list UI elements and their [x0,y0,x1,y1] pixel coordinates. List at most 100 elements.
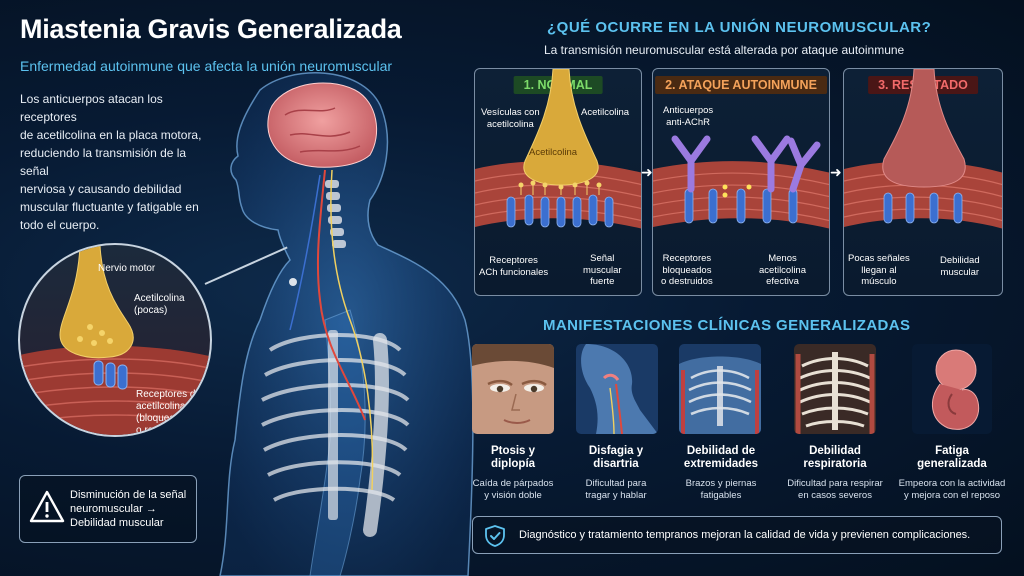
panel-result-signal-label: Pocas señales llegan al músculo [848,253,910,288]
panel-normal-illustration [475,69,641,229]
intro-line: nerviosa y causando debilidad [20,182,182,196]
zoom-circle-nmj: Nervio motor Acetilcolina (pocas) Recept… [18,243,212,437]
page-title: Miastenia Gravis Generalizada [20,14,402,44]
title-line: Debilidad [809,445,861,457]
manifestation-title-limbs: Debilidad de extremidades [666,445,776,471]
label-line: músculo [861,276,897,287]
panel-normal-vesicle-label: Vesículas con acetilcolina [481,107,540,130]
zoom-ach-line: Acetilcolina [134,293,185,304]
title-line: Debilidad de [686,445,756,457]
alert-line: Debilidad muscular [70,517,164,529]
desc-line: y visión doble [484,490,542,501]
nmj-section-subtitle: La transmisión neuromuscular está altera… [544,43,905,57]
manifestation-title-ptosis: Ptosis y diplopía [458,445,568,471]
intro-line: reduciendo la transmisión de la señal [20,146,187,178]
label-line: anti-AChR [666,116,710,128]
title-line: extremidades [683,458,759,470]
intro-line: todo el cuerpo. [20,218,100,232]
title-line: generalizada [917,458,987,470]
intro-paragraph: Los anticuerpos atacan los receptores de… [20,90,210,234]
panel-autoimmune: 2. ATAQUE AUTOINMUNE Anticuerpos anti-AC… [652,68,830,296]
arrow-right-icon: ➜ [830,164,842,180]
zoom-receptor-line: Receptores de [136,389,202,400]
manifestation-desc-respiratory: Dificultad para respirar en casos severo… [775,478,895,502]
alert-text: Disminución de la señal neuromuscular → … [70,488,194,530]
panel-normal: 1. NORMAL Vesículas con acetilcolina [474,68,642,296]
label-line: Receptores [489,255,538,266]
desc-line: tragar y hablar [585,490,647,501]
title-line: disartria [593,458,639,470]
zoom-nmj-illustration [20,245,210,435]
label-line: efectiva [766,276,799,287]
label-line: Vesículas con [481,107,540,118]
zoom-receptor-line: acetilcolina [136,401,186,412]
desc-line: Brazos y piernas [685,478,757,489]
zoom-nerve-label: Nervio motor [98,263,156,274]
intro-line: muscular fluctuante y fatigable en [20,200,199,214]
label-line: fuerte [590,276,615,287]
dysphagia-neck-image [576,344,658,434]
panel-normal-receptor-label: Receptores ACh funcionales [479,255,548,278]
zoom-receptor-label: Receptores de acetilcolina (bloqueados o… [136,389,202,436]
panel-normal-signal-label: Señal muscular fuerte [583,253,622,288]
manifestation-desc-fatigue: Empeora con la actividad y mejora con el… [892,478,1012,502]
limb-weakness-image [679,344,761,434]
label-line: Menos [768,253,797,264]
title-line: respiratoria [803,458,867,470]
manifestation-desc-ptosis: Caída de párpados y visión doble [453,478,573,502]
manifestations-title: MANIFESTACIONES CLÍNICAS GENERALIZADAS [543,317,911,334]
title-line: Fatiga [935,445,969,457]
label-line: Receptores [662,253,712,264]
alert-line: neuromuscular → [70,503,157,515]
desc-line: y mejora con el reposo [903,490,1001,501]
label-line: acetilcolina [759,264,806,276]
label-line: o destruidos [661,276,713,287]
label-line: acetilcolina [486,118,534,130]
zoom-ach-line: (pocas) [134,305,168,316]
ptosis-face-image [472,344,554,434]
panel-result-illustration [844,69,1002,229]
label-line: bloqueados [662,264,712,276]
alert-box: Disminución de la señal neuromuscular → … [19,475,197,543]
nmj-section-title: ¿QUÉ OCURRE EN LA UNIÓN NEUROMUSCULAR? [547,19,932,36]
desc-line: Caída de párpados [472,478,554,489]
intro-line: de acetilcolina en la placa motora, [20,128,202,142]
footer-note-box: Diagnóstico y tratamiento tempranos mejo… [472,516,1002,554]
desc-line: Dificultad para [585,478,647,489]
zoom-receptor-line: (bloqueados [136,413,192,424]
label-line: Anticuerpos [663,105,714,116]
zoom-ach-label: Acetilcolina (pocas) [134,293,185,317]
title-line: Ptosis y [490,445,536,457]
panel-normal-ach-label: Acetilcolina [581,107,630,118]
desc-line: fatigables [700,490,742,501]
arrow-right-icon: ➜ [641,164,653,180]
zoom-receptor-line: o reducidos) [136,425,192,436]
label-line: muscular [940,266,980,278]
label-line: Debilidad [940,255,980,266]
manifestation-title-dysphagia: Disfagia y disartria [561,445,671,471]
panel-autoimmune-title: 2. ATAQUE AUTOINMUNE [655,76,827,94]
manifestation-desc-dysphagia: Dificultad para tragar y hablar [556,478,676,502]
panel-autoimmune-illustration [653,135,829,229]
fatigue-figure-image [912,344,992,434]
alert-line: Disminución de la señal [70,489,187,501]
manifestation-title-respiratory: Debilidad respiratoria [780,445,890,471]
desc-line: Empeora con la actividad [898,478,1006,489]
label-line: ACh funcionales [479,266,549,278]
respiratory-weakness-image [794,344,876,434]
manifestation-title-fatigue: Fatiga generalizada [897,445,1007,471]
panel-autoimmune-ach-label: Menos acetilcolina efectiva [759,253,806,288]
panel-autoimmune-antibody-label: Anticuerpos anti-AChR [663,105,713,128]
label-line: Señal [590,253,615,264]
panel-result: 3. RESULTADO Pocas señales llegan al mús… [843,68,1003,296]
label-line: muscular [583,264,622,276]
title-line: Disfagia y [588,445,644,457]
panel-normal-terminal-label: Acetilcolina [529,147,578,158]
desc-line: en casos severos [798,490,872,501]
desc-line: Dificultad para respirar [787,478,883,489]
title-line: diplopía [490,458,536,470]
shield-check-icon [485,525,505,547]
intro-line: Los anticuerpos atacan los receptores [20,92,163,124]
human-body-illustration [219,72,474,576]
manifestation-desc-limbs: Brazos y piernas fatigables [661,478,781,502]
